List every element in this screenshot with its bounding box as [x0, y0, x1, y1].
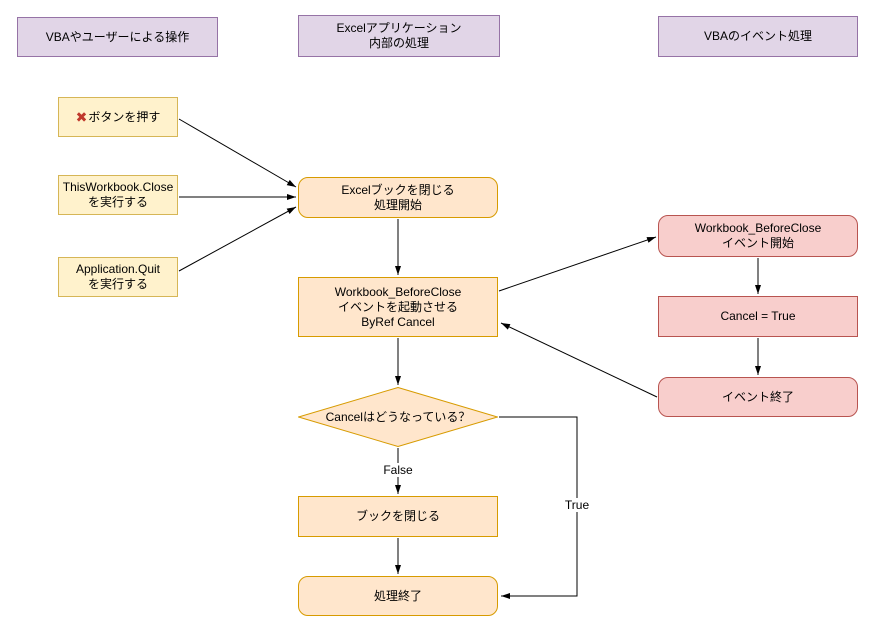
node-raise-beforeclose-event: Workbook_BeforeClose イベントを起動させる ByRef Ca… [298, 277, 498, 337]
node-close-process-start: Excelブックを閉じる 処理開始 [298, 177, 498, 218]
lane-header-vba-events: VBAのイベント処理 [658, 16, 858, 57]
node-thisworkbook-close: ThisWorkbook.Close を実行する [58, 175, 178, 215]
node-close-book: ブックを閉じる [298, 496, 498, 537]
node-process-end: 処理終了 [298, 576, 498, 616]
edge-label-false: False [381, 463, 415, 477]
edge-press-close-to-start [178, 118, 297, 188]
decision-cancel-state-label: Cancelはどうなっている？ [325, 409, 471, 424]
edge-raise-event-to-event-start [498, 236, 657, 292]
lane-header-excel-internal: Excelアプリケーション 内部の処理 [298, 15, 500, 57]
node-beforeclose-event-start: Workbook_BeforeClose イベント開始 [658, 215, 858, 257]
lane-header-user-operations: VBAやユーザーによる操作 [17, 17, 218, 57]
edge-label-true: True [562, 498, 592, 512]
node-event-end: イベント終了 [658, 377, 858, 417]
node-press-close-button: ✖ボタンを押す [58, 97, 178, 137]
node-press-close-button-label: ボタンを押す [88, 109, 161, 124]
node-application-quit: Application.Quit を実行する [58, 257, 178, 297]
edge-applicationquit-to-start [178, 206, 297, 272]
edge-event-end-to-raise-event [500, 322, 658, 398]
decision-diamond-shape [298, 387, 498, 447]
close-x-icon: ✖ [75, 109, 88, 125]
decision-cancel-state: Cancelはどうなっている？ [298, 387, 498, 447]
node-cancel-equals-true: Cancel = True [658, 296, 858, 337]
